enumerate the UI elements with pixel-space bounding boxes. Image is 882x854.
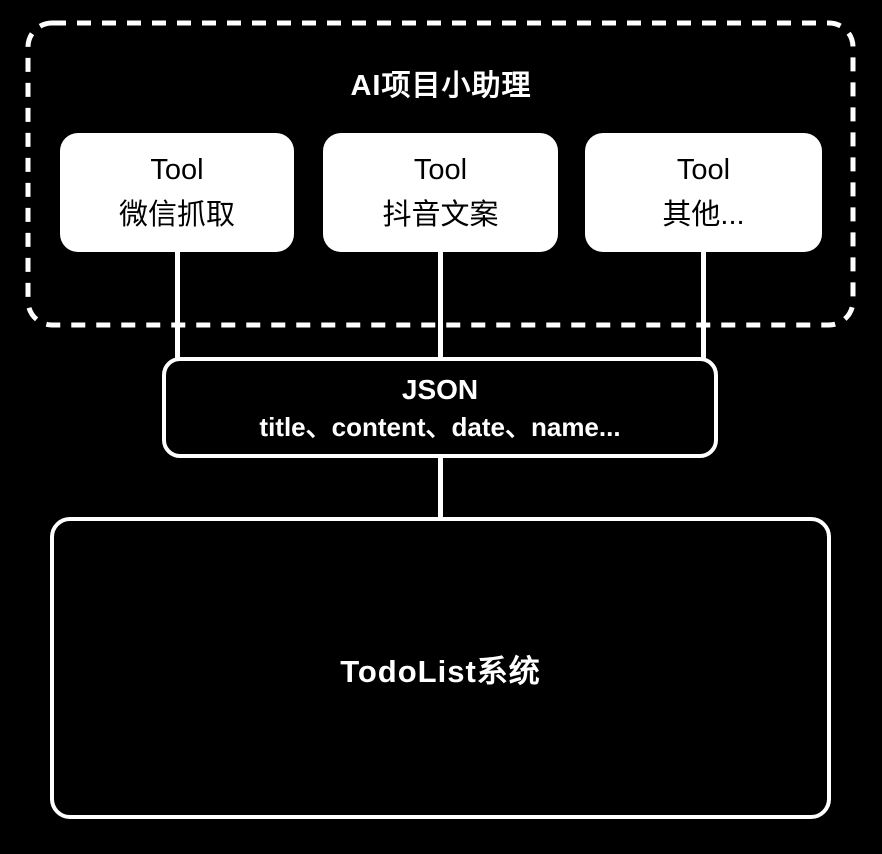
tool-box-douyin: Tool 抖音文案 [323, 133, 558, 252]
connector-douyin-to-json [438, 252, 443, 358]
tool-title: Tool [676, 153, 731, 186]
json-node: JSON title、content、date、name... [162, 357, 718, 458]
tool-title: Tool [413, 153, 468, 186]
json-node-fields: title、content、date、name... [259, 411, 621, 442]
connector-json-to-todolist [438, 456, 443, 518]
agent-group-title: AI项目小助理 [350, 70, 532, 102]
tool-subtitle: 抖音文案 [382, 198, 499, 231]
tool-subtitle: 微信抓取 [118, 198, 235, 231]
tool-box-other: Tool 其他... [585, 133, 822, 252]
connector-wechat-to-json [175, 252, 180, 358]
tool-title: Tool [150, 153, 204, 186]
connector-other-to-json [701, 252, 706, 358]
tool-box-wechat: Tool 微信抓取 [60, 133, 294, 252]
json-node-title: JSON [401, 373, 479, 405]
todolist-node: TodoList系统 [50, 517, 831, 819]
todolist-node-title: TodoList系统 [340, 653, 541, 689]
tool-subtitle: 其他... [662, 198, 745, 231]
